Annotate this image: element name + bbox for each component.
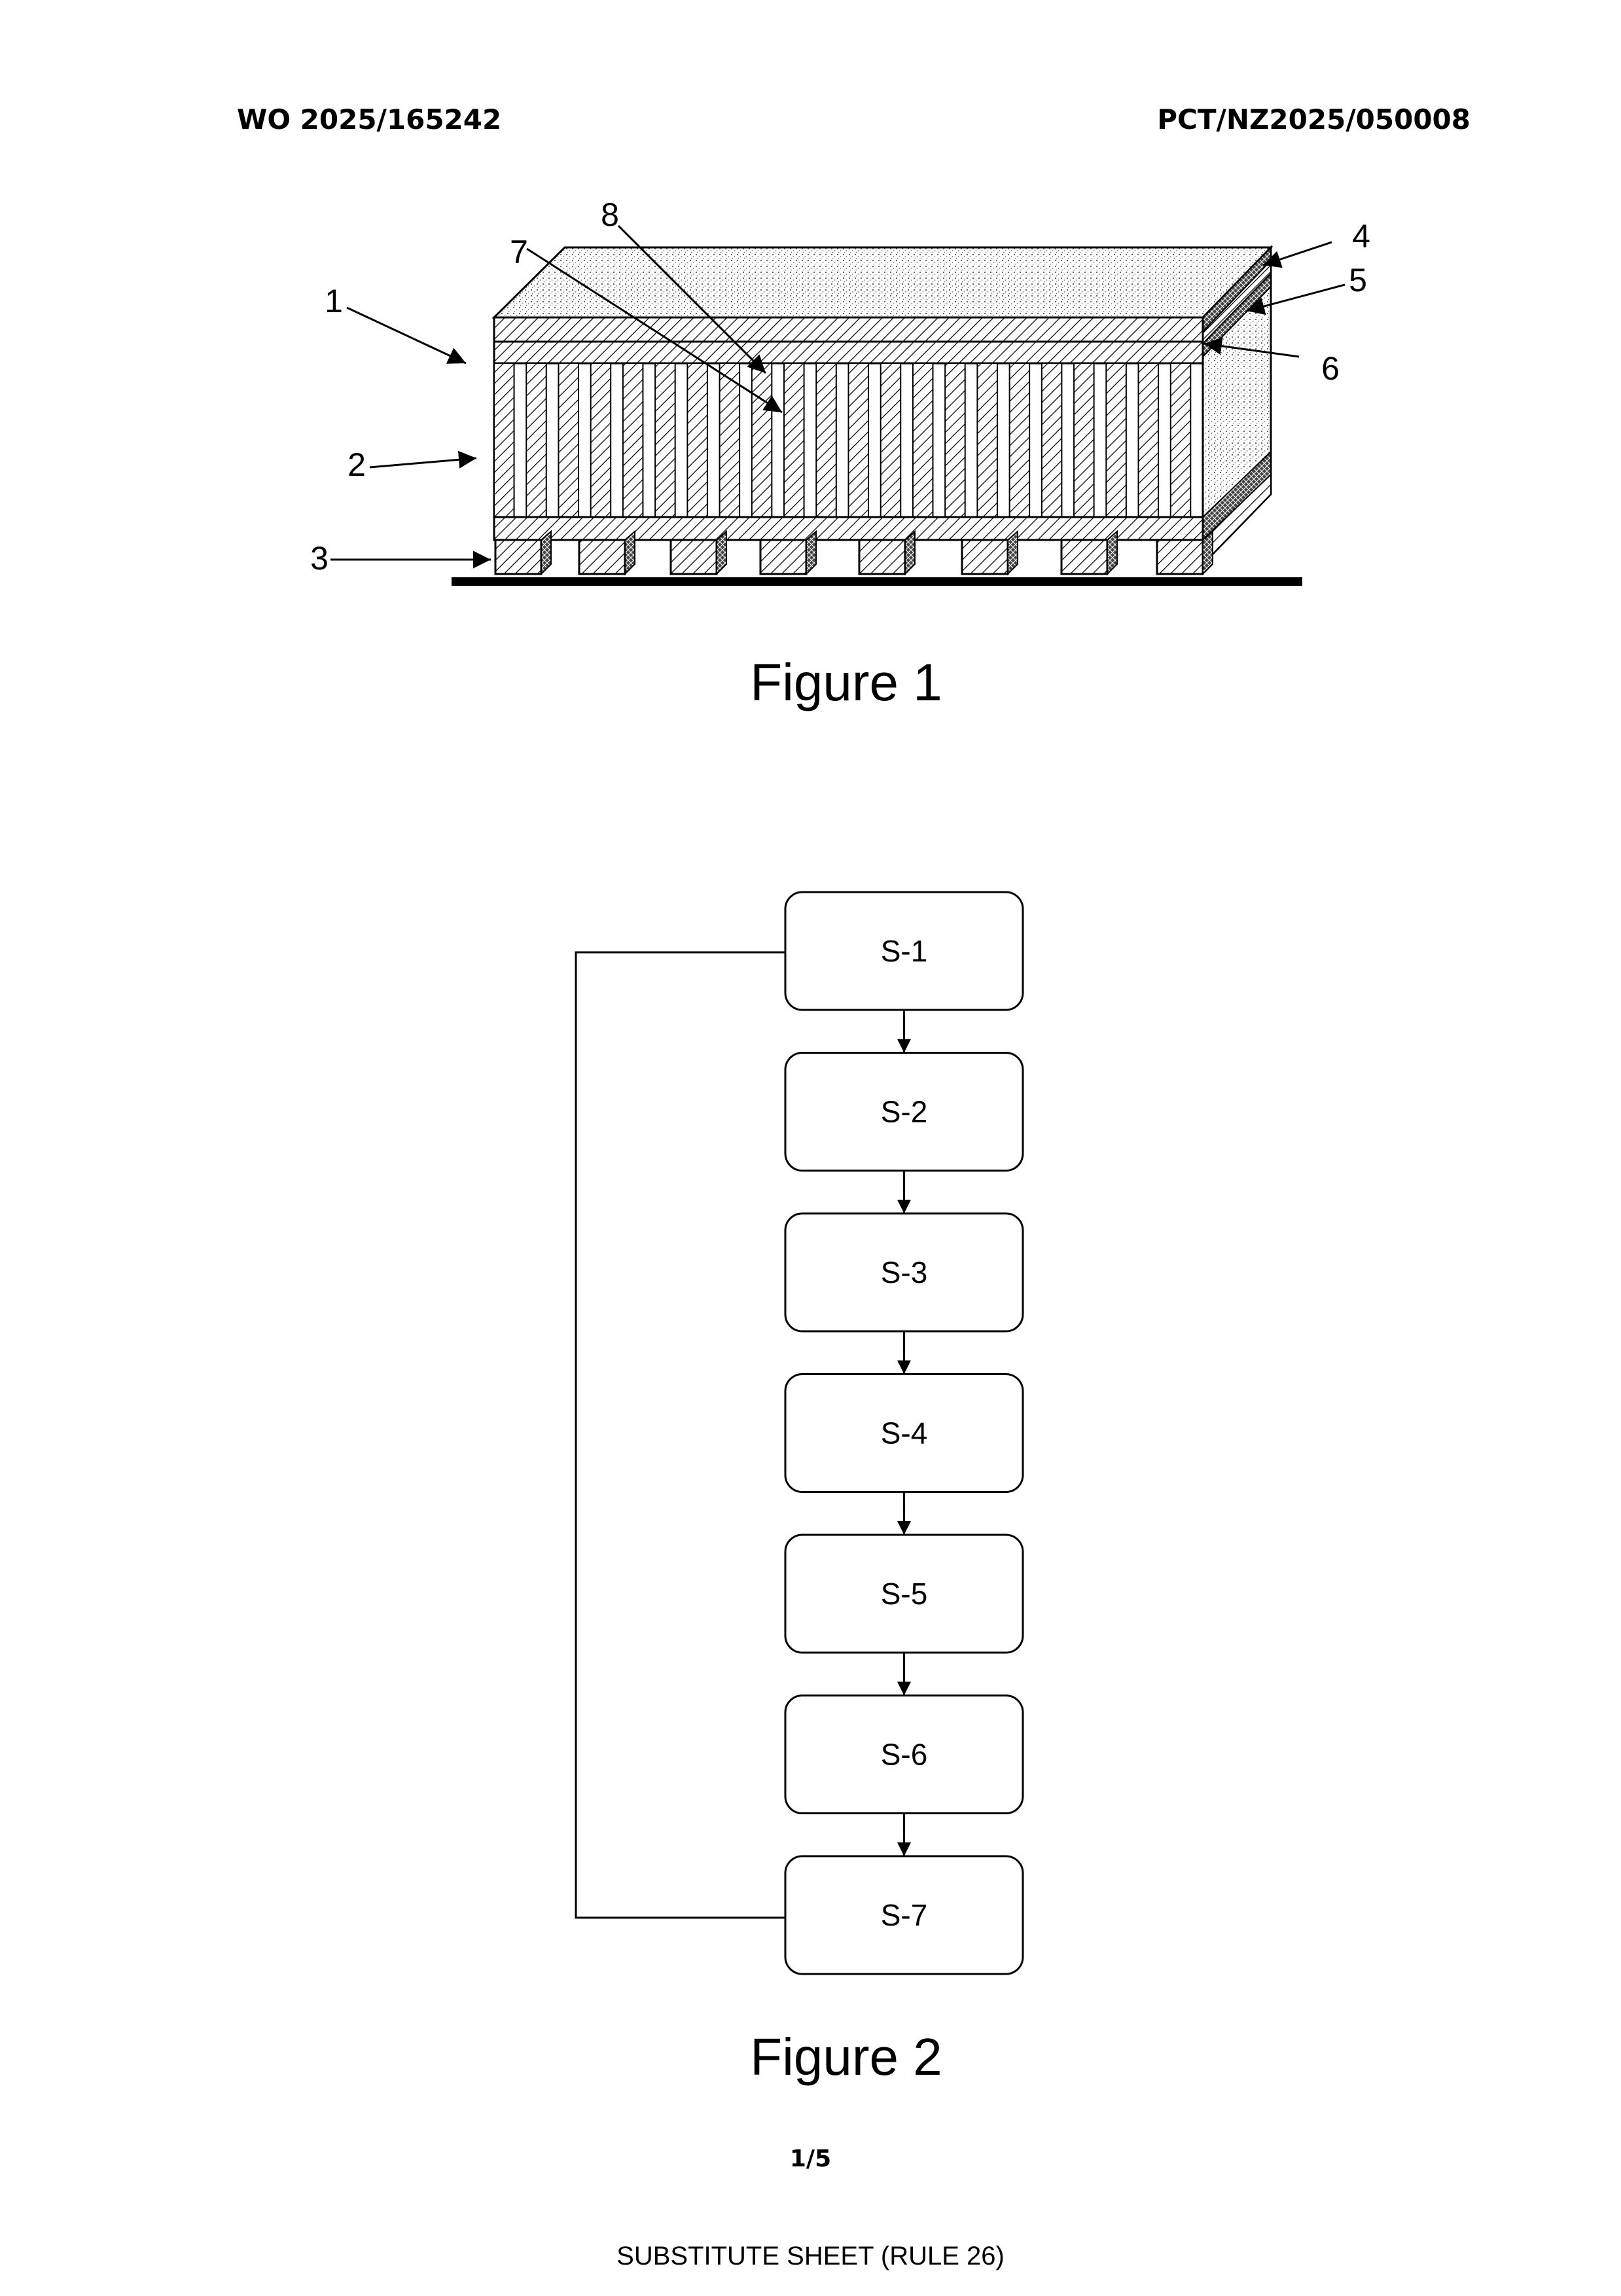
core-cell [655,363,675,517]
figure-1-drawing: 1 2 3 4 5 6 7 8 Figure 1 [310,196,1370,711]
figure-2-flowchart: S-1S-2S-3S-4S-5S-6S-7 Figure 2 [576,892,1023,2086]
ref-8: 8 [601,196,619,233]
core-cell [849,363,869,517]
core-cells [494,363,1203,517]
flow-step-7: S-7 [785,1856,1023,1974]
core-cell [494,363,514,517]
leader-4 [1263,242,1332,265]
core-cell [720,363,740,517]
core-cell [752,363,772,517]
flow-step-1: S-1 [785,892,1023,1010]
core-cell [558,363,579,517]
flow-step-label: S-5 [881,1577,928,1611]
core-cell [977,363,997,517]
page-number: 1/5 [0,2145,1621,2172]
top-face [494,247,1271,317]
core-cell [1010,363,1030,517]
core-cell [526,363,546,517]
bottom-layer-front [494,517,1203,540]
flow-step-label: S-1 [881,934,928,968]
core-cell [687,363,707,517]
core-cell [945,363,965,517]
core-cell [591,363,611,517]
ref-1: 1 [325,283,343,319]
core-cell [1106,363,1126,517]
ref-7: 7 [510,234,528,270]
core-cell [1074,363,1094,517]
core-cell [881,363,901,517]
flow-step-label: S-2 [881,1095,928,1129]
feedback-loop-line [576,952,785,1918]
flow-step-label: S-7 [881,1898,928,1932]
ref-5: 5 [1349,262,1367,298]
ref-4: 4 [1352,218,1370,255]
ref-6: 6 [1321,350,1340,387]
flow-step-3: S-3 [785,1213,1023,1331]
flow-step-label: S-3 [881,1255,928,1289]
core-cell [1171,363,1191,517]
figure-2-caption: Figure 2 [750,2028,942,2086]
ref-2: 2 [347,446,366,483]
core-cell [816,363,836,517]
figure-1-caption: Figure 1 [750,653,942,711]
ground-line [452,577,1302,586]
flow-step-label: S-6 [881,1738,928,1772]
flow-step-5: S-5 [785,1535,1023,1653]
core-cell [1139,363,1159,517]
leader-2 [370,458,476,467]
leader-1 [347,308,466,363]
flow-step-6: S-6 [785,1696,1023,1814]
core-cell [1042,363,1062,517]
core-cell [784,363,804,517]
core-cell [623,363,643,517]
flow-step-4: S-4 [785,1374,1023,1492]
core-cell [913,363,933,517]
ref-3: 3 [310,540,329,577]
sheet-footer: SUBSTITUTE SHEET (RULE 26) [0,2242,1621,2271]
top-layer-front [494,317,1203,342]
flow-step-label: S-4 [881,1416,928,1450]
flow-step-2: S-2 [785,1053,1023,1171]
